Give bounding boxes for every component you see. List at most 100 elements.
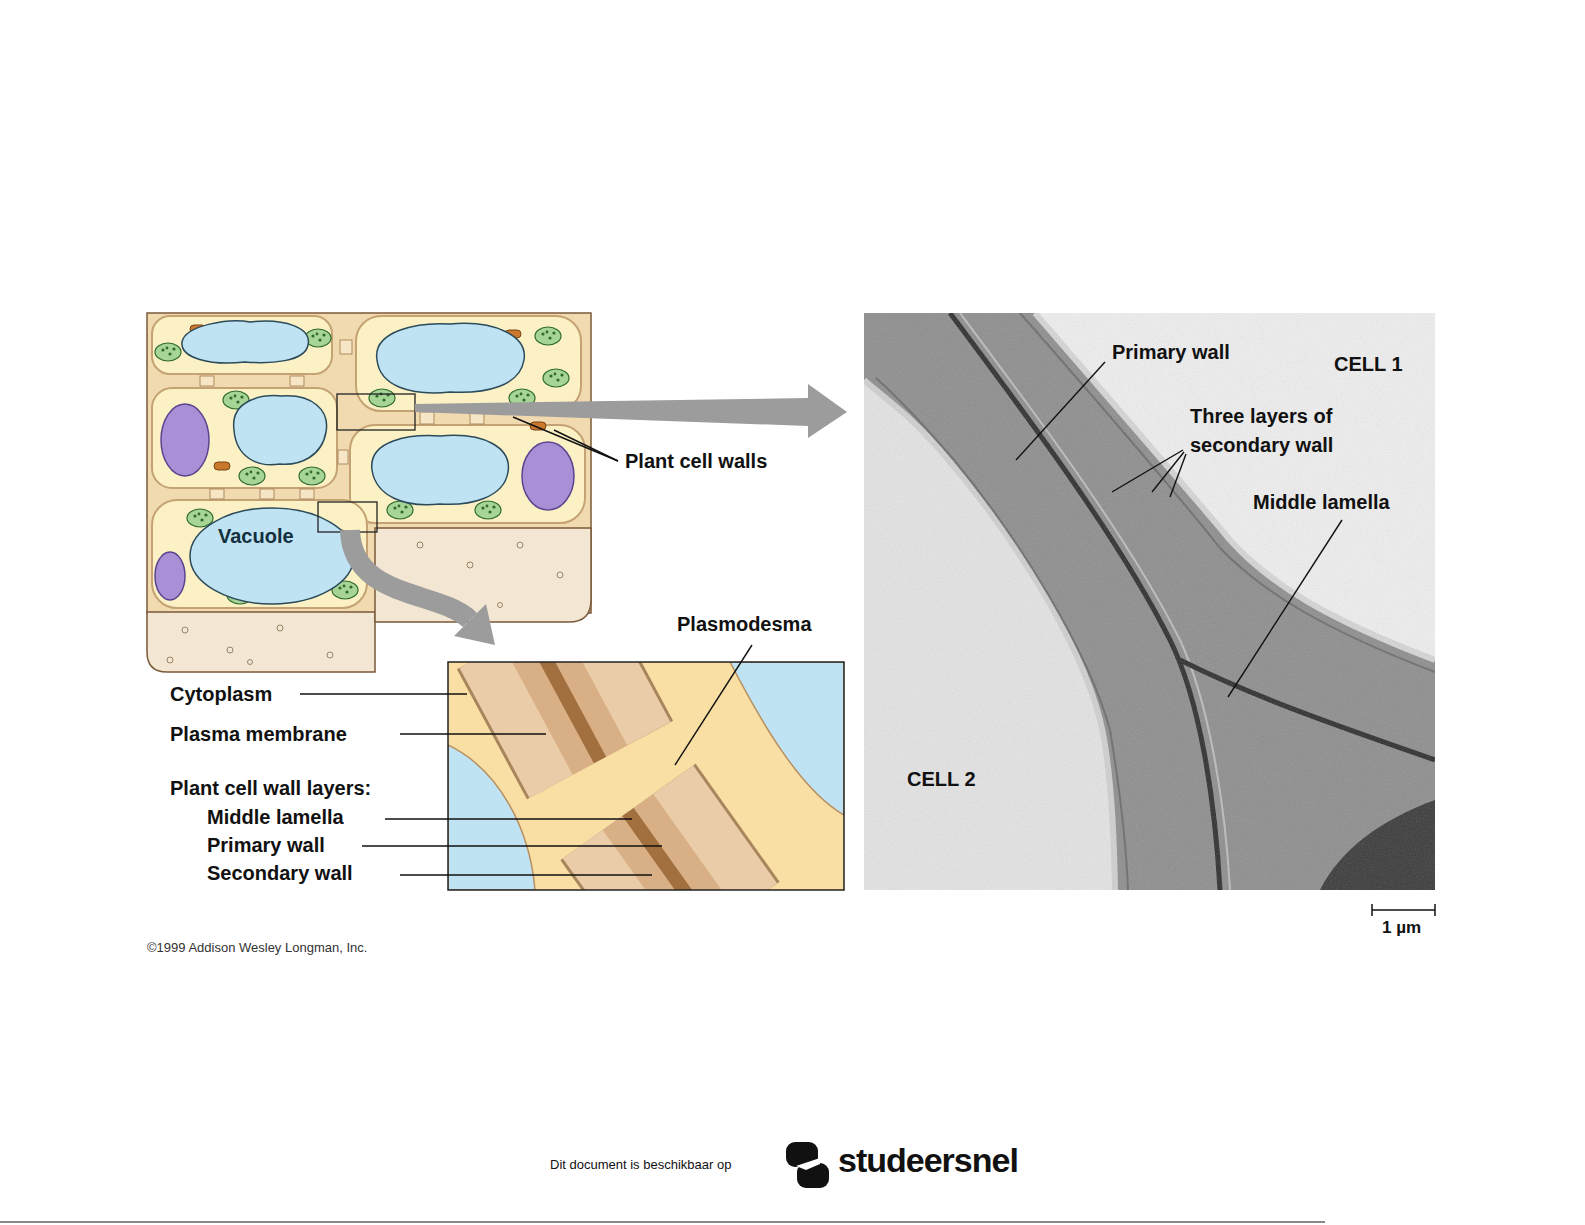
wall-inset	[628, 812, 712, 890]
zoom-arrow	[350, 530, 470, 620]
part-label: Secondary wall	[207, 861, 353, 885]
plant-cell-block	[327, 652, 333, 658]
wall-inset	[530, 662, 600, 760]
plasmodesmata	[420, 412, 434, 424]
footer-note: Dit document is beschikbaar op	[550, 1157, 731, 1173]
plant-cell-block	[167, 657, 173, 663]
inset-frame	[448, 662, 844, 890]
wall-inset	[448, 662, 844, 890]
nuclei	[161, 404, 209, 476]
plant-cell-block	[147, 313, 591, 672]
brand-name: studeersnel	[838, 1140, 1018, 1181]
wall-inset	[628, 812, 712, 890]
highlight-box	[318, 394, 415, 532]
scale-bar	[1371, 904, 1373, 916]
micrograph	[864, 313, 1435, 890]
studeersnel-logo	[786, 1142, 829, 1188]
plasmodesmata	[340, 340, 352, 354]
cell-cytoplasm	[350, 425, 585, 523]
cell-cytoplasm	[152, 388, 337, 488]
leader-line	[554, 430, 618, 461]
part-label: Cytoplasm	[170, 682, 272, 706]
copyright-note: ©1999 Addison Wesley Longman, Inc.	[147, 940, 367, 956]
leader-line	[400, 874, 652, 875]
mitochondria	[530, 422, 546, 430]
leader-line	[1112, 450, 1183, 492]
part-label: Plasmodesma	[677, 612, 812, 636]
wall-inset	[530, 662, 600, 760]
plant-cell-block	[517, 542, 523, 548]
plasmodesmata	[200, 376, 214, 386]
leader-line	[385, 818, 632, 819]
scale-bar	[1434, 904, 1436, 916]
vacuoles	[190, 508, 354, 604]
plasmodesmata	[300, 489, 314, 499]
part-label: Primary wall	[1112, 340, 1230, 364]
cell-label: CELL 1	[1334, 352, 1403, 376]
leader-line	[400, 733, 546, 734]
part-label: Plant cell walls	[625, 449, 767, 473]
plasmodesmata	[260, 489, 274, 499]
part-label: Primary wall	[207, 833, 325, 857]
leader-line	[300, 362, 1342, 875]
plant-cell-block	[227, 647, 233, 653]
vacuoles	[182, 321, 308, 363]
wall-inset	[730, 662, 844, 815]
wall-inset	[628, 812, 712, 890]
plant-cell-block	[417, 542, 423, 548]
chloroplasts	[475, 501, 501, 519]
plant-cell-block	[277, 625, 283, 631]
mitochondria	[214, 462, 230, 470]
chloroplasts	[155, 343, 181, 361]
part-label: Three layers of secondary wall	[1190, 402, 1425, 460]
zoom-arrow	[350, 384, 847, 645]
micrograph	[864, 313, 1435, 890]
wall-inset	[530, 662, 712, 890]
highlight-box	[337, 394, 415, 430]
wall-inset	[530, 662, 600, 760]
leader-line	[513, 417, 618, 461]
micrograph	[864, 313, 1435, 890]
vacuoles	[372, 435, 509, 504]
leader-line	[300, 693, 467, 694]
plant-cell-block	[557, 572, 563, 578]
plasmodesmata	[338, 450, 348, 464]
plant-cell-block	[147, 612, 375, 672]
nuclei	[522, 442, 574, 510]
cell-cytoplasm	[152, 316, 332, 374]
zoom-arrow	[415, 384, 847, 438]
plant-cell-block	[248, 660, 253, 665]
cell-cytoplasm	[356, 316, 581, 411]
footer-rule	[0, 1222, 1325, 1223]
wall-inset	[530, 662, 600, 760]
scale-label: 1 µm	[1382, 918, 1421, 938]
leader-line	[1016, 362, 1105, 460]
plant-cell-block	[182, 627, 188, 633]
part-label: Vacuole	[218, 524, 294, 548]
vacuoles	[377, 323, 525, 392]
plant-cell-block	[467, 562, 473, 568]
vacuoles	[234, 396, 327, 465]
cell-label: CELL 2	[907, 767, 976, 791]
part-label: Middle lamella	[1253, 490, 1390, 514]
plant-cell-block	[498, 603, 503, 608]
chloroplasts	[239, 467, 265, 485]
highlight-box	[318, 502, 377, 532]
chloroplasts	[543, 369, 569, 387]
wall-inset	[628, 812, 712, 890]
micrograph	[864, 313, 1435, 890]
plasmodesmata	[210, 489, 224, 499]
scale-bar	[1372, 909, 1435, 911]
leader-line	[675, 645, 752, 765]
chloroplasts	[299, 467, 325, 485]
nuclei	[155, 552, 185, 600]
chloroplasts	[369, 389, 395, 407]
group-heading: Plant cell wall layers:	[170, 776, 371, 800]
plasmodesmata	[290, 376, 304, 386]
chloroplasts	[535, 327, 561, 345]
cell-cytoplasm	[152, 500, 367, 608]
part-label: Plasma membrane	[170, 722, 347, 746]
part-label: Middle lamella	[207, 805, 344, 829]
